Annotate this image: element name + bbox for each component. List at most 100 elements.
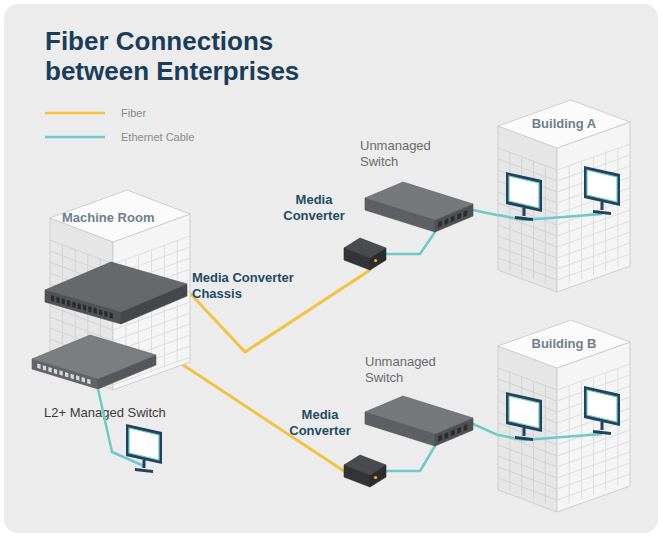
port — [94, 308, 97, 314]
window-row — [498, 148, 557, 170]
window-column — [533, 381, 534, 499]
window-row — [498, 192, 557, 214]
window-row — [498, 258, 557, 280]
node-label: Building A — [508, 116, 620, 132]
node-label: Building B — [508, 336, 620, 352]
window-row — [498, 214, 557, 236]
node-outline — [32, 335, 156, 389]
diagram-title: Fiber Connections between Enterprises — [45, 26, 345, 86]
ethernet-cable — [386, 232, 435, 254]
node-outline — [45, 262, 187, 324]
window-row — [498, 434, 557, 456]
window-column — [569, 166, 570, 284]
port — [83, 305, 86, 311]
fiber-cable — [187, 270, 370, 352]
window-column — [509, 372, 510, 490]
port — [444, 432, 448, 439]
port — [62, 298, 65, 304]
window-column — [617, 148, 618, 266]
window-column — [545, 386, 546, 504]
window-row — [498, 203, 557, 225]
node-label: Media Converter Chassis — [192, 270, 317, 302]
port — [48, 367, 51, 373]
port — [457, 213, 461, 220]
node-label: L2+ Managed Switch — [44, 405, 214, 421]
port — [88, 306, 91, 312]
port — [444, 218, 448, 225]
window-row — [498, 456, 557, 478]
building: Building A — [498, 100, 630, 292]
node-label: Media Converter — [278, 407, 362, 439]
building: Building B — [498, 320, 630, 512]
port — [87, 379, 90, 385]
managed-switch: L2+ Managed Switch — [32, 335, 156, 389]
ethernet-cable — [473, 424, 498, 435]
building-face — [498, 346, 557, 512]
node-outline — [344, 455, 386, 487]
window-row — [50, 317, 113, 341]
window-column — [569, 386, 570, 504]
port — [54, 369, 57, 375]
device-top — [344, 238, 386, 258]
device-top — [45, 262, 187, 312]
device-top — [32, 335, 156, 379]
window-column — [177, 241, 178, 363]
status-led — [374, 476, 377, 479]
window-row — [498, 379, 557, 401]
building-roof — [498, 100, 630, 148]
legend-text: Fiber — [121, 106, 146, 120]
device-top — [365, 396, 473, 434]
window-row — [498, 401, 557, 423]
window-column — [581, 161, 582, 279]
port — [76, 375, 79, 381]
window-row — [498, 170, 557, 192]
window-row — [498, 478, 557, 500]
media-converter: Media Converter — [344, 238, 386, 270]
building-roof — [498, 320, 630, 368]
node-label: Media Converter — [272, 192, 356, 224]
ethernet-cable — [473, 210, 498, 215]
window-row — [498, 390, 557, 412]
port — [51, 295, 54, 301]
window-row — [498, 247, 557, 269]
legend-line — [45, 112, 105, 115]
port — [438, 435, 442, 442]
media-converter-chassis: Media Converter Chassis — [45, 262, 187, 324]
node-outline — [344, 238, 386, 270]
port — [451, 215, 455, 222]
legend-swatch — [45, 106, 109, 120]
window-column — [593, 377, 594, 495]
port — [457, 427, 461, 434]
window-column — [164, 245, 165, 367]
unmanaged-switch: Unmanaged Switch — [365, 182, 473, 232]
window-column — [521, 377, 522, 495]
media-converter: Media Converter — [344, 455, 386, 487]
window-row — [498, 159, 557, 181]
card-panel — [4, 4, 658, 533]
monitor-icon — [126, 424, 162, 473]
window-column — [605, 373, 606, 491]
port — [438, 221, 442, 228]
port — [99, 309, 102, 315]
window-column — [605, 153, 606, 271]
window-row — [498, 181, 557, 203]
node-outline — [365, 182, 473, 232]
port — [56, 297, 59, 303]
building-face — [557, 342, 630, 512]
window-row — [498, 412, 557, 434]
window-row — [498, 225, 557, 247]
building-face — [557, 122, 630, 292]
port — [451, 429, 455, 436]
port — [37, 364, 40, 370]
port — [104, 311, 107, 317]
window-row — [498, 423, 557, 445]
ethernet-wire — [98, 389, 144, 466]
node-label: Unmanaged Switch — [365, 354, 455, 386]
window-row — [498, 236, 557, 258]
legend-text: Ethernet Cable — [121, 130, 194, 144]
port — [71, 374, 74, 380]
window-column — [521, 157, 522, 275]
node-outline — [365, 396, 473, 446]
window-column — [533, 161, 534, 279]
port — [67, 300, 70, 306]
